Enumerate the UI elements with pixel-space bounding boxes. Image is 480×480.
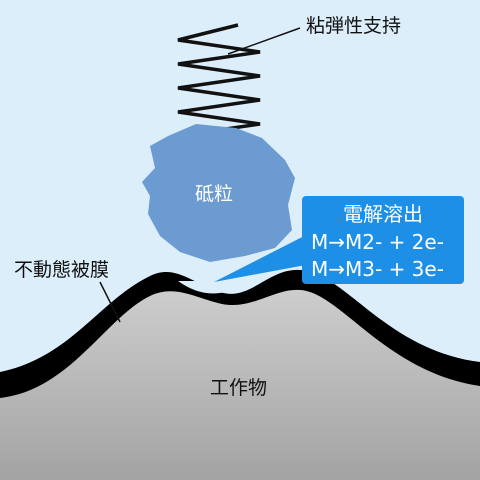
contact-zone <box>178 281 248 294</box>
callout-line-2: M→M3- + 3e- <box>311 257 444 281</box>
abrasive-grain-label: 砥粒 <box>195 183 233 205</box>
callout-line-1: M→M2- + 2e- <box>311 230 444 254</box>
spring-support-label: 粘弾性支持 <box>306 15 401 37</box>
spring-leader-line <box>227 27 301 55</box>
film-leader-line <box>99 281 121 323</box>
callout-title: 電解溶出 <box>343 202 423 226</box>
callout-pointer <box>214 232 322 282</box>
callout-box <box>302 196 464 284</box>
workpiece-label: 工作物 <box>210 377 267 399</box>
workpiece-body <box>0 289 480 480</box>
spring-icon <box>177 23 261 134</box>
passive-film-label: 不動態被膜 <box>14 259 109 281</box>
abrasive-grain-shape <box>142 124 295 262</box>
